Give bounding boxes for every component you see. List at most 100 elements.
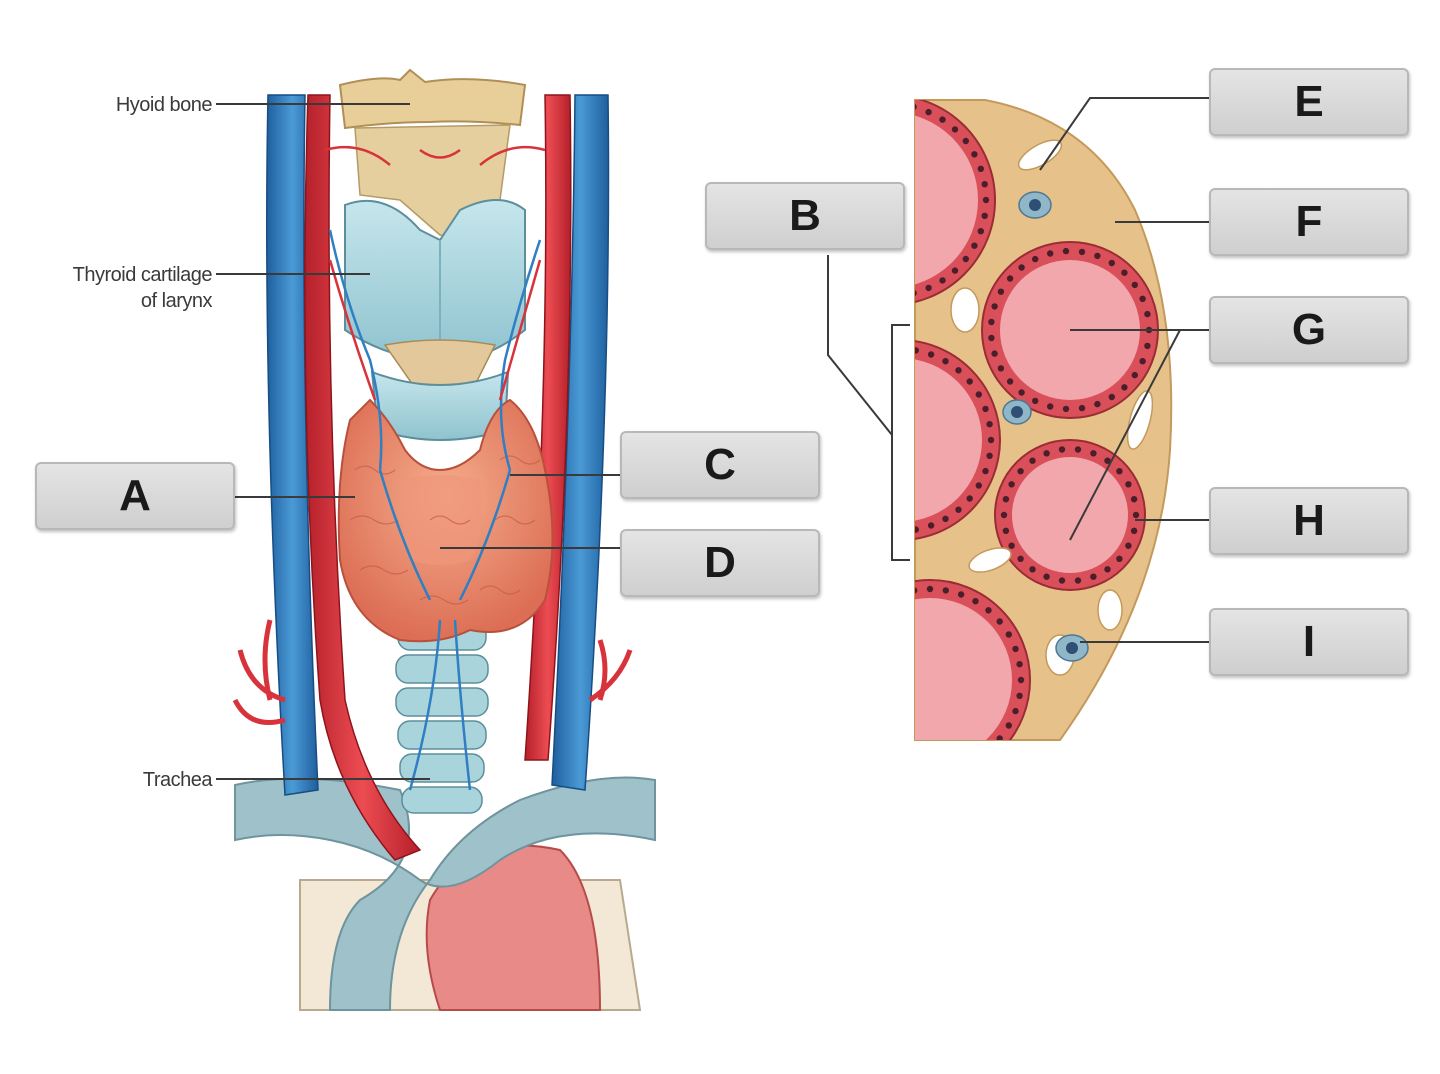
right-internal-jugular-vein <box>551 94 610 791</box>
cell-nucleus <box>863 104 869 110</box>
answer-box-f[interactable]: F <box>1209 188 1409 256</box>
cricothyroid-ligament <box>383 339 497 396</box>
cell-nucleus <box>1043 573 1050 580</box>
cell-nucleus <box>915 103 917 111</box>
cell-nucleus <box>1062 405 1070 413</box>
thyroid-cartilage-label-group: Thyroid cartilage of larynx <box>73 264 370 312</box>
cell-nucleus <box>915 347 919 354</box>
cell-nucleus <box>977 165 984 172</box>
cell-nucleus <box>1032 397 1039 405</box>
cell-nucleus <box>1005 722 1012 729</box>
cell-nucleus <box>866 522 872 528</box>
leader-lines <box>235 97 1210 643</box>
cell-nucleus <box>925 108 932 116</box>
hyoid-label: Hyoid bone <box>116 94 213 116</box>
cell-nucleus <box>911 766 917 772</box>
cell-nucleus <box>1125 481 1132 488</box>
trachea-label-group: Trachea <box>143 769 430 791</box>
cell-nucleus <box>927 522 935 529</box>
thyroid-histology-illustration <box>807 99 1173 772</box>
subclavian-branches <box>232 619 633 725</box>
answer-box-g-letter: G <box>1291 305 1327 354</box>
answer-box-g[interactable]: G <box>1209 296 1409 364</box>
cell-nucleus <box>1132 511 1140 519</box>
cell-nucleus <box>807 421 813 427</box>
cell-nucleus <box>1121 384 1128 391</box>
cell-nucleus <box>927 351 935 358</box>
cell-nucleus <box>848 109 854 115</box>
cell-nucleus <box>982 196 990 204</box>
cell-nucleus <box>1012 645 1019 653</box>
cell-nucleus <box>879 293 885 299</box>
cell-nucleus <box>881 526 887 532</box>
cell-nucleus <box>818 391 824 397</box>
cell-nucleus <box>1116 555 1123 562</box>
cell-nucleus <box>1018 389 1025 396</box>
cell-nucleus <box>1144 342 1151 350</box>
cell-nucleus <box>1008 481 1015 488</box>
cell-nucleus <box>1018 264 1025 271</box>
cell-nucleus <box>841 646 847 652</box>
cell-nucleus <box>982 467 989 475</box>
cell-nucleus <box>975 391 982 398</box>
cell-nucleus <box>848 631 854 637</box>
cell-nucleus <box>1062 247 1070 255</box>
answer-box-h-letter: H <box>1293 496 1325 545</box>
cell-nucleus <box>985 607 992 614</box>
answer-box-h[interactable]: H <box>1209 487 1409 555</box>
cell-nucleus <box>982 405 989 413</box>
answer-box-b[interactable]: B <box>705 182 905 250</box>
cell-nucleus <box>897 528 903 534</box>
cell-nucleus <box>811 138 817 144</box>
cell-nucleus <box>822 126 828 132</box>
answer-box-i[interactable]: I <box>1209 608 1409 676</box>
cell-nucleus <box>971 242 978 249</box>
cell-nucleus <box>972 598 979 605</box>
follicles <box>915 100 1159 740</box>
cell-nucleus <box>1005 631 1012 638</box>
cell-nucleus <box>996 618 1003 625</box>
cell-nucleus <box>988 334 995 342</box>
cell-nucleus <box>1139 295 1146 302</box>
cell-nucleus <box>925 284 932 292</box>
cell-nucleus <box>1074 446 1082 453</box>
cell-nucleus <box>1000 511 1008 519</box>
cell-nucleus <box>987 436 995 444</box>
cell-nucleus <box>1043 450 1050 457</box>
cell-nucleus <box>942 587 949 594</box>
cell-nucleus <box>971 151 978 158</box>
cell-nucleus <box>1130 496 1138 503</box>
cell-nucleus <box>857 618 863 624</box>
cell-nucleus <box>988 318 995 326</box>
trachea-label: Trachea <box>143 769 214 791</box>
answer-box-e[interactable]: E <box>1209 68 1409 136</box>
cell-nucleus <box>986 421 993 428</box>
cell-nucleus <box>837 661 843 667</box>
cell-nucleus <box>1006 275 1014 282</box>
cell-nucleus <box>951 267 959 274</box>
cell-nucleus <box>848 722 854 728</box>
cell-nucleus <box>962 255 969 263</box>
cell-nucleus <box>962 137 969 145</box>
cell-nucleus <box>1032 255 1039 263</box>
follicle-cell-nuclei <box>807 101 1153 772</box>
cell-nucleus <box>1029 457 1036 464</box>
cell-nucleus <box>997 288 1005 295</box>
answer-box-c[interactable]: C <box>620 431 820 499</box>
cell-nucleus <box>851 516 857 522</box>
cell-nucleus <box>895 293 901 299</box>
cell-nucleus <box>881 347 887 353</box>
answer-box-a[interactable]: A <box>35 462 235 530</box>
cell-nucleus <box>827 378 833 384</box>
cell-nucleus <box>1121 269 1128 276</box>
cell-nucleus <box>942 358 949 365</box>
thyroid-cartilage-label-line2: of larynx <box>141 290 213 312</box>
answer-box-a-letter: A <box>119 471 151 520</box>
answer-box-d[interactable]: D <box>620 529 820 597</box>
cell-nucleus <box>966 495 973 502</box>
cell-nucleus <box>1012 707 1019 715</box>
cell-nucleus <box>879 101 885 107</box>
cell-nucleus <box>1016 661 1023 668</box>
cell-nucleus <box>981 212 988 219</box>
